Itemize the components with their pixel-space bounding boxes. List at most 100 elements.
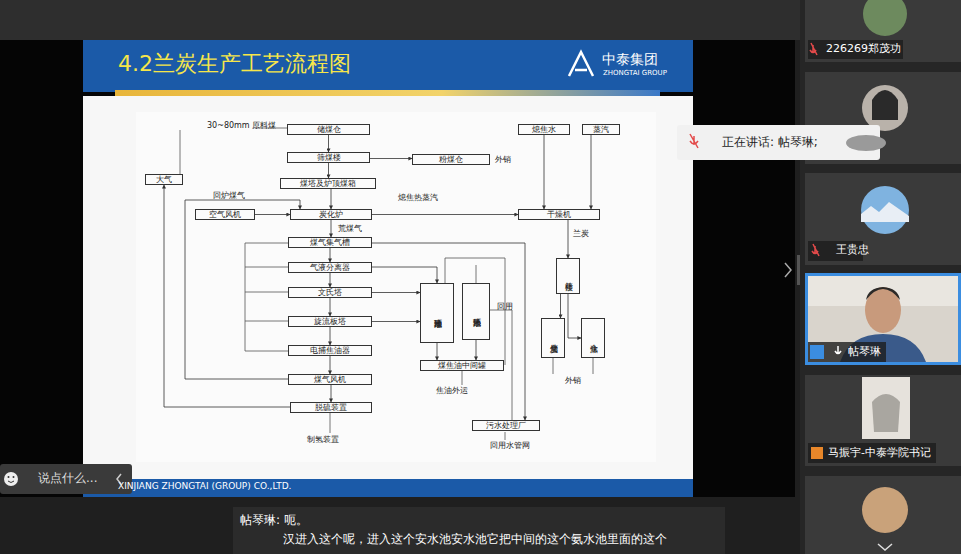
reuse-wire <box>505 432 506 440</box>
emoji-icon <box>4 472 18 486</box>
edge-label: 熄焦热蒸汽 <box>398 194 438 202</box>
screening-tower: 筛煤楼 <box>287 152 370 163</box>
header-stripe <box>115 90 660 96</box>
tower-box: 文氏塔 <box>288 287 372 298</box>
name-bar <box>808 443 936 463</box>
node-text: 气液分离器 <box>310 264 350 272</box>
flow-arrow <box>185 200 300 379</box>
node-text: 熄焦水 <box>532 126 556 134</box>
blurred-avatar <box>846 135 886 151</box>
flow-arrow <box>372 214 518 215</box>
chat-input <box>0 464 132 494</box>
name-bar <box>808 40 903 59</box>
flow-arrow <box>330 356 331 374</box>
node-text: 炭化炉 <box>319 211 343 219</box>
precipitator-box: 电捕焦油器 <box>288 345 372 356</box>
name-bar <box>808 342 886 362</box>
flow-arrow <box>255 214 290 215</box>
node-text: 煤气风机 <box>314 376 346 384</box>
subtitle-speaker: 帖琴琳: 呃。 <box>240 514 308 528</box>
diagram-wires <box>180 128 593 440</box>
pool-box: 热循环水池 <box>462 283 490 340</box>
avatar <box>862 487 908 533</box>
video-tile <box>805 476 961 554</box>
emoji-mouth <box>8 481 14 483</box>
coal-tower: 煤塔及炉顶煤箱 <box>280 178 376 189</box>
node-text: 电捕焦油器 <box>310 347 350 355</box>
participant-name: 马振宇-中泰学院书记 <box>828 447 931 460</box>
flow-arrow <box>560 294 561 318</box>
flow-arrow <box>372 267 437 283</box>
emoji-eye <box>13 476 15 478</box>
water-wire <box>476 265 477 283</box>
mic-muted-icon <box>810 43 817 55</box>
node-text: 储煤仓 <box>317 126 341 134</box>
flow-arrow <box>330 273 331 287</box>
flow-arrow <box>372 292 420 293</box>
separator-box: 气液分离器 <box>288 262 372 273</box>
flow-arrow <box>568 294 581 338</box>
storage-bin: 储煤仓 <box>287 124 370 135</box>
flow-arrow <box>331 220 332 237</box>
node-text: 筛煤楼 <box>317 154 341 162</box>
participant-panel <box>800 0 961 554</box>
fan-box: 煤气风机 <box>288 374 372 385</box>
logo-text: 中泰集团 <box>602 51 658 67</box>
participant-name: 王贵忠 <box>836 244 869 257</box>
output-label: 制氢装置 <box>307 435 339 444</box>
pool-box: 冷却循环水池 <box>420 283 454 343</box>
fan-box: 空气风机 <box>195 209 255 220</box>
flow-arrow <box>164 185 290 407</box>
gas-collector: 煤气集气槽 <box>288 237 372 248</box>
output-label: 焦油外运 <box>436 386 468 395</box>
role-icon <box>811 447 823 459</box>
node-text: 空气风机 <box>209 211 241 219</box>
node-text: 文氏塔 <box>318 289 342 297</box>
flow-arrow <box>372 321 420 322</box>
input-box: 蒸汽 <box>582 124 620 135</box>
flow-arrow <box>331 385 332 402</box>
mic-muted-icon <box>812 244 819 256</box>
node-text: 粉煤仓 <box>439 156 463 164</box>
flow-arrow <box>330 298 331 316</box>
stack-wire <box>180 130 181 174</box>
input-label: 30~80mm 原料煤 <box>207 121 276 130</box>
collapse-chevron <box>785 263 791 277</box>
node-text: 煤气集气槽 <box>310 239 350 247</box>
slide-body <box>83 96 693 479</box>
participant-name: 帖琴琳 <box>848 346 881 359</box>
node-text: 煤塔及炉顶煤箱 <box>300 180 356 188</box>
treatment-plant: 污水处理厂 <box>472 420 540 431</box>
flow-arrow <box>328 135 329 152</box>
flow-arrow <box>544 135 545 209</box>
flow-arrow <box>370 158 412 159</box>
water-wire <box>445 258 505 365</box>
flow-arrow <box>330 248 331 262</box>
storage-bin: 粉煤仓 <box>412 154 490 165</box>
flow-arrow <box>437 343 438 360</box>
active-tile-border <box>805 273 961 365</box>
tank-box: 煤焦油中间罐 <box>420 360 504 371</box>
atmosphere-box: 大气 <box>145 174 183 185</box>
flow-label: 回炉煤气 <box>213 191 245 200</box>
product-wire <box>330 413 331 433</box>
flow-arrow <box>476 340 477 360</box>
node-text: 蒸汽 <box>593 126 609 134</box>
flow-arrow <box>330 327 331 345</box>
scroll-chevron <box>878 544 892 550</box>
slide-header <box>83 40 693 92</box>
node-text: 干燥机 <box>547 211 571 219</box>
output-label: 回用水管网 <box>490 441 530 450</box>
edge-label: 荒煤气 <box>338 225 362 233</box>
slide-footer <box>83 479 693 497</box>
return-wire <box>245 243 288 351</box>
video-tile <box>805 173 961 265</box>
node-text: 旋流板塔 <box>314 318 346 326</box>
mic-muted-icon <box>690 134 698 148</box>
avatar-figure <box>872 394 900 432</box>
storage-bin: 沫焦仓 <box>581 318 605 358</box>
storage-bin: 兰炭储仓 <box>541 318 565 358</box>
speaker-video <box>808 276 958 362</box>
flow-arrow <box>372 243 525 420</box>
